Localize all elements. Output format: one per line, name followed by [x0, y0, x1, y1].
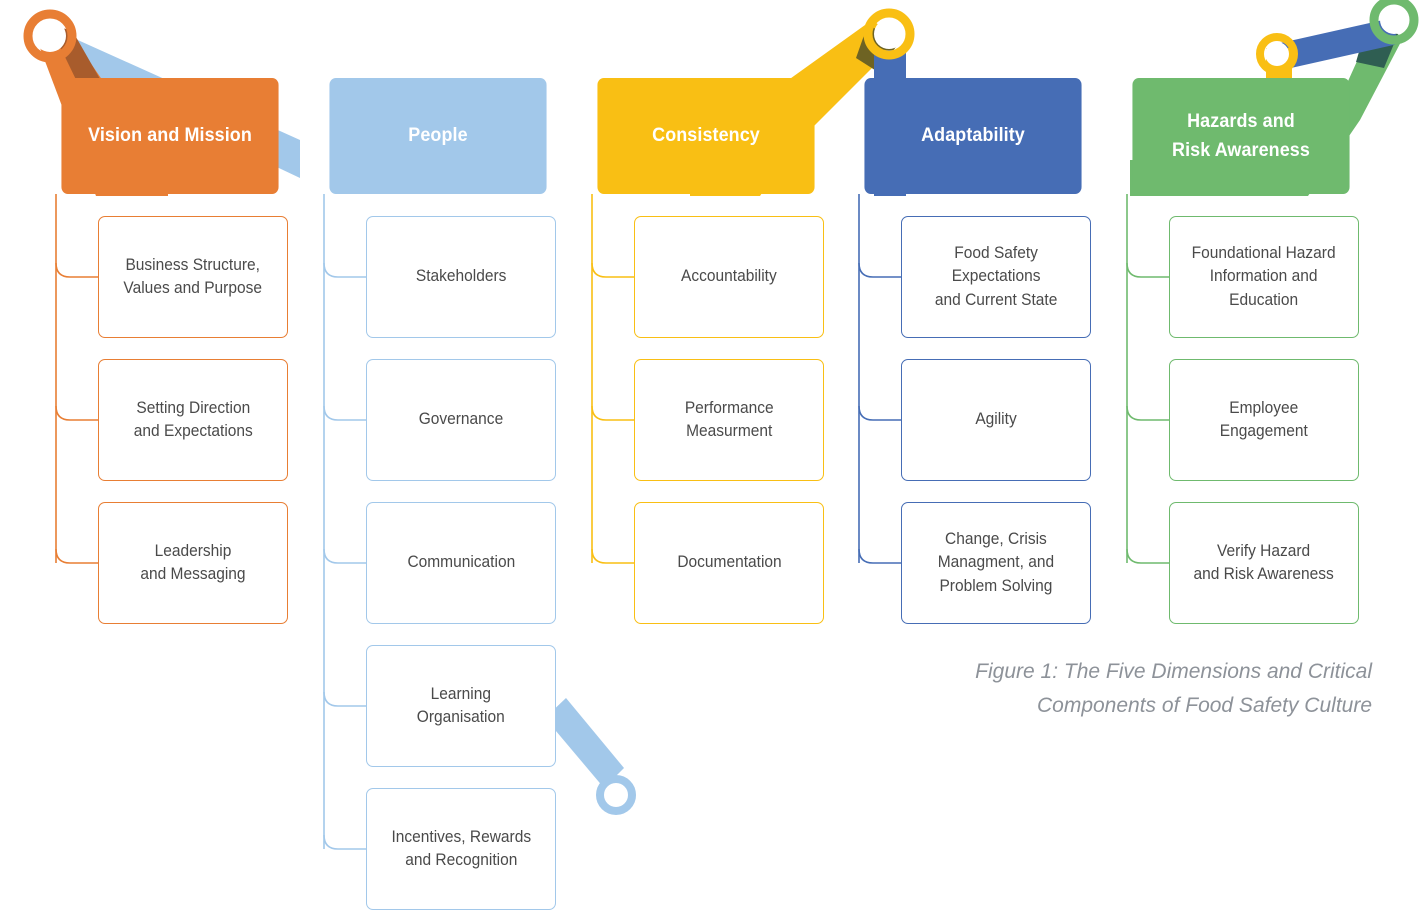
- column-header-label: Consistency: [652, 124, 760, 147]
- column-header-label: Vision and Mission: [88, 124, 252, 147]
- node-label: Accountability: [681, 267, 777, 286]
- node-label: Leadership and Messaging: [140, 541, 246, 583]
- node-box[interactable]: Food Safety Expectations and Current Sta…: [901, 216, 1091, 338]
- node-box[interactable]: Business Structure, Values and Purpose: [98, 216, 288, 338]
- node-box[interactable]: Agility: [901, 359, 1091, 481]
- node-box[interactable]: Setting Direction and Expectations: [98, 359, 288, 481]
- column-header-label: Adaptability: [921, 124, 1025, 147]
- node-box[interactable]: Employee Engagement: [1169, 359, 1359, 481]
- column-header-people[interactable]: People: [329, 78, 547, 194]
- node-label: Verify Hazard and Risk Awareness: [1193, 541, 1335, 583]
- node-label: Learning Organisation: [417, 684, 505, 726]
- column-header-label: People: [408, 124, 468, 147]
- column-header-vision-and-mission[interactable]: Vision and Mission: [61, 78, 279, 194]
- node-box[interactable]: Change, Crisis Managment, and Problem So…: [901, 502, 1091, 624]
- node-box[interactable]: Performance Measurment: [634, 359, 824, 481]
- node-box[interactable]: Communication: [366, 502, 556, 624]
- node-label: Communication: [407, 553, 515, 572]
- node-label: Change, Crisis Managment, and Problem So…: [937, 529, 1055, 595]
- column-header-label: Hazards and Risk Awareness: [1172, 109, 1310, 161]
- node-label: Performance Measurment: [684, 398, 774, 440]
- column-header-adaptability[interactable]: Adaptability: [864, 78, 1082, 194]
- node-box[interactable]: Incentives, Rewards and Recognition: [366, 788, 556, 910]
- node-label: Documentation: [676, 553, 782, 572]
- figure-caption-line-1: Figure 1: The Five Dimensions and Critic…: [975, 660, 1372, 683]
- node-box[interactable]: Leadership and Messaging: [98, 502, 288, 624]
- node-label: Governance: [418, 410, 504, 429]
- figure-caption-line-2: Components of Food Safety Culture: [1036, 694, 1372, 718]
- node-label: Stakeholders: [415, 267, 507, 286]
- node-label: Foundational Hazard Information and Educ…: [1192, 243, 1336, 309]
- figure-caption: Figure 1: The Five Dimensions and Critic…: [880, 655, 1372, 723]
- node-box[interactable]: Documentation: [634, 502, 824, 624]
- node-box[interactable]: Accountability: [634, 216, 824, 338]
- column-header-hazards-and-risk-awareness[interactable]: Hazards and Risk Awareness: [1132, 78, 1350, 194]
- node-box[interactable]: Stakeholders: [366, 216, 556, 338]
- node-box[interactable]: Learning Organisation: [366, 645, 556, 767]
- node-label: Setting Direction and Expectations: [133, 398, 253, 440]
- node-box[interactable]: Governance: [366, 359, 556, 481]
- node-label: Agility: [975, 410, 1017, 429]
- column-header-consistency[interactable]: Consistency: [597, 78, 815, 194]
- node-label: Business Structure, Values and Purpose: [123, 255, 263, 297]
- node-label: Incentives, Rewards and Recognition: [391, 827, 531, 869]
- node-label: Employee Engagement: [1220, 398, 1308, 440]
- node-box[interactable]: Foundational Hazard Information and Educ…: [1169, 216, 1359, 338]
- node-box[interactable]: Verify Hazard and Risk Awareness: [1169, 502, 1359, 624]
- node-label: Food Safety Expectations and Current Sta…: [934, 243, 1058, 309]
